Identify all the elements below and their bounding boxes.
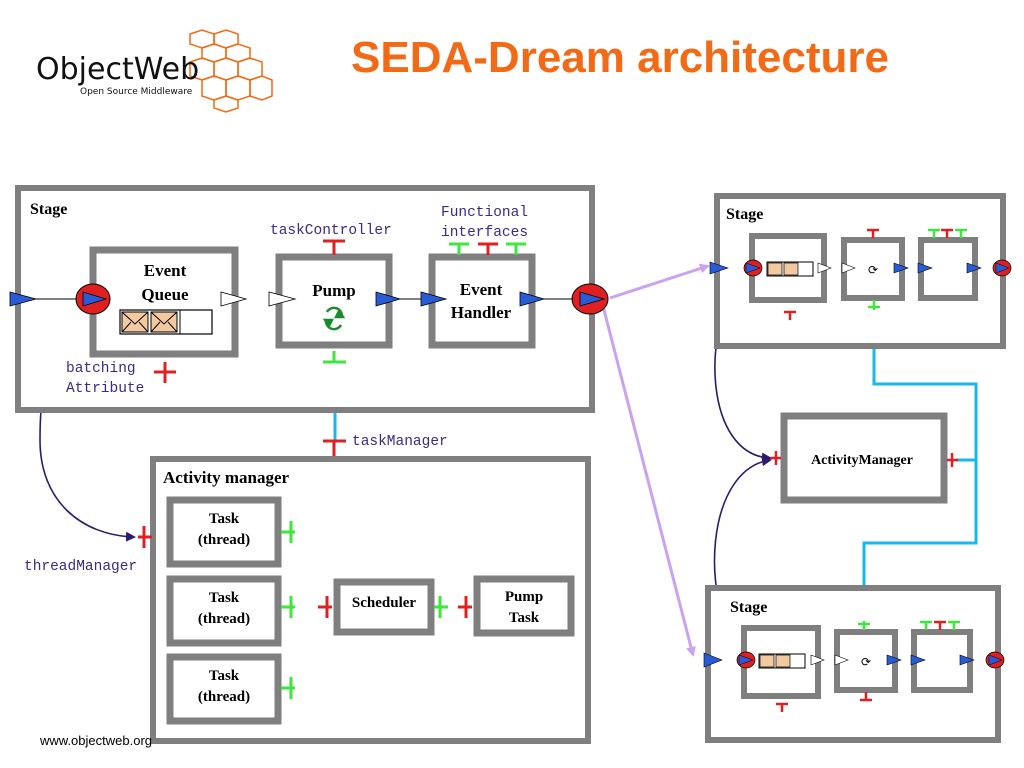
honeycomb-icon (189, 29, 273, 113)
cycle-icon (322, 306, 346, 331)
task-controller-interface (323, 239, 345, 255)
main-stage: Stage Event Queue Pump Event Handler (9, 185, 609, 413)
svg-text:Task: Task (209, 590, 240, 606)
svg-text:(thread): (thread) (198, 689, 250, 705)
event-handler-line1: Event (460, 280, 503, 299)
event-handler-line2: Handler (451, 303, 512, 322)
pump-task-box: Pump Task (473, 575, 575, 637)
batching-attribute-interface (154, 362, 176, 383)
task-controller-label: taskController (270, 223, 392, 239)
right-bottom-stage: Stage ⟳ (703, 585, 1005, 743)
task-interfaces (281, 521, 295, 699)
activity-manager-label: Activity manager (163, 468, 290, 487)
pump-task-manager-interface (323, 351, 346, 364)
functional-interfaces-line1: Functional (441, 205, 528, 221)
right-top-stage: Stage ⟳ (709, 193, 1012, 349)
task-3: Task (thread) (166, 653, 282, 725)
main-stage-label: Stage (30, 201, 67, 218)
logo-tagline: Open Source Middleware (80, 87, 193, 97)
mini-cycle-icon-2: ⟳ (861, 655, 871, 669)
event-queue-line2: Queue (141, 285, 189, 304)
functional-interfaces (449, 242, 526, 255)
task-2: Task (thread) (166, 575, 282, 647)
event-handler-box (428, 253, 536, 349)
right-activity-manager-label: ActivityManager (811, 453, 913, 468)
svg-text:Task: Task (509, 610, 540, 626)
svg-text:(thread): (thread) (198, 611, 250, 627)
thread-manager-label: threadManager (24, 559, 137, 575)
event-queue-line1: Event (144, 261, 187, 280)
task-manager-label: taskManager (352, 434, 448, 450)
svg-text:(thread): (thread) (198, 532, 250, 548)
right-activity-manager: ActivityManager (770, 412, 958, 504)
scheduler-input-interface (318, 596, 332, 618)
batching-line1: batching (66, 361, 136, 377)
svg-text:Scheduler: Scheduler (352, 595, 417, 611)
right-bottom-stage-label: Stage (730, 599, 767, 616)
queue-slots (119, 309, 213, 335)
pump-task-input-interface (458, 596, 472, 618)
task-1: Task (thread) (166, 496, 282, 568)
flow-arrows (9, 283, 609, 315)
pump-label: Pump (312, 281, 355, 300)
pump-box (275, 253, 393, 349)
thread-manager-interface (138, 526, 152, 548)
svg-text:Task: Task (209, 511, 240, 527)
event-queue-label: Event (144, 261, 187, 280)
functional-interfaces-line2: interfaces (441, 225, 528, 241)
svg-text:Task: Task (209, 668, 240, 684)
mini-cycle-icon: ⟳ (868, 263, 878, 277)
objectweb-logo: ObjectWeb Open Source Middleware (36, 29, 273, 113)
footer-url[interactable]: www.objectweb.org (39, 733, 152, 748)
batching-line2: Attribute (66, 381, 144, 397)
svg-text:Pump: Pump (505, 589, 543, 605)
scheduler-box: Scheduler (333, 578, 435, 636)
activity-manager: Activity manager Task (thread) Task (thr… (138, 456, 591, 744)
right-top-stage-label: Stage (726, 206, 763, 223)
logo-name: ObjectWeb (36, 52, 199, 87)
scheduler-output-interface (434, 596, 448, 618)
page-title: SEDA-Dream architecture (351, 33, 889, 82)
task-manager-interface (323, 439, 346, 456)
